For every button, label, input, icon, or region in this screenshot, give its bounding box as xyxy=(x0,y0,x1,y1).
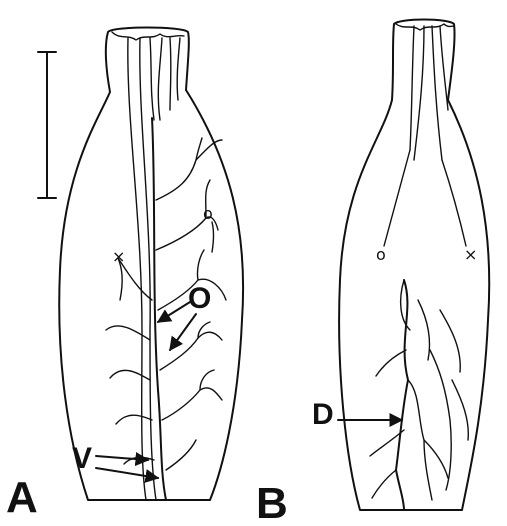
panel-b-x-marker: × xyxy=(464,245,477,264)
panel-b-label-d: D xyxy=(312,398,334,431)
panel-a-letter: A xyxy=(6,473,38,522)
scale-bar xyxy=(38,52,56,198)
panel-b-body-outline xyxy=(339,20,489,511)
panel-a-o-marker: o xyxy=(203,204,213,223)
panel-b-specimen xyxy=(339,20,489,511)
panel-a-label-v: V xyxy=(72,442,92,475)
panel-a-x-marker: × xyxy=(112,247,125,266)
panel-a-label-o: O xyxy=(188,282,211,315)
panel-a-specimen xyxy=(59,28,243,501)
panel-a-vessel-1 xyxy=(128,38,146,500)
panel-b-letter: B xyxy=(256,479,288,526)
panel-b-o-marker: o xyxy=(376,245,386,264)
